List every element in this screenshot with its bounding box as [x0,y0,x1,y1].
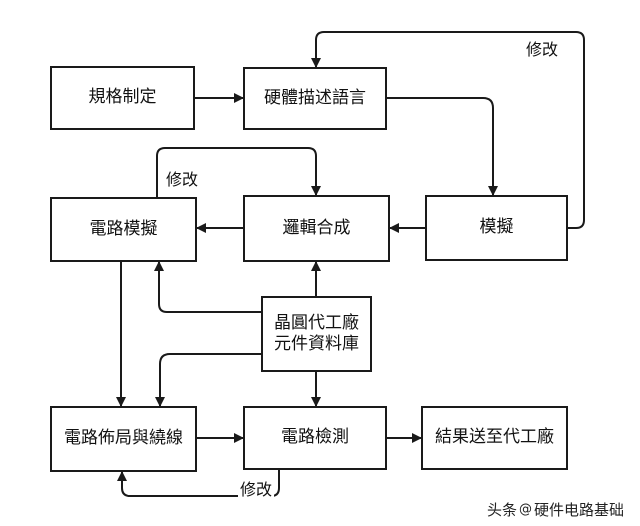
box-spec: 規格制定 [50,66,195,130]
box-synthesis-label: 邏輯合成 [282,217,351,238]
box-spec-label: 規格制定 [88,87,157,108]
watermark-at-icon: @ [518,502,532,517]
watermark-prefix: 头条 [486,501,517,519]
box-verification: 電路檢測 [243,406,387,470]
box-layout-label: 電路佈局與繞線 [64,428,183,449]
watermark-account: 硬件电路基础 [533,501,624,519]
box-hdl: 硬體描述語言 [243,67,387,130]
box-verification-label: 電路檢測 [281,427,349,448]
arrow-hdl-to-simulation [387,97,498,196]
arrow-foundry-to-circuit-sim [154,261,261,313]
box-layout: 電路佈局與繞線 [50,406,197,472]
arrow-circuitsim-revise-to-synthesis [156,147,321,197]
arrow-sim-revise-to-hdl [311,31,585,229]
arrow-foundry-to-layout [155,353,261,407]
box-hdl-label: 硬體描述語言 [264,87,366,108]
box-foundry-line2: 元件資料庫 [274,334,359,354]
box-simulation-label: 模擬 [479,217,514,238]
box-circuit-sim-label: 電路模擬 [89,218,158,239]
box-foundry-line1: 晶圓代工廠 [274,312,359,333]
box-synthesis: 邏輯合成 [243,195,390,262]
box-circuit-sim: 電路模擬 [50,197,197,262]
watermark: 头条 @ 硬件电路基础 [487,499,624,520]
loop-label-middle: 修改 [164,166,201,190]
box-simulation: 模擬 [425,195,568,261]
box-foundry-library: 晶圓代工廠 元件資料庫 [261,296,372,372]
loop-label-top: 修改 [524,36,561,60]
box-result: 結果送至代工廠 [421,406,568,470]
box-result-label: 結果送至代工廠 [435,427,554,448]
arrow-verification-revise-to-layout [117,470,280,497]
loop-label-bottom: 修改 [238,476,275,500]
